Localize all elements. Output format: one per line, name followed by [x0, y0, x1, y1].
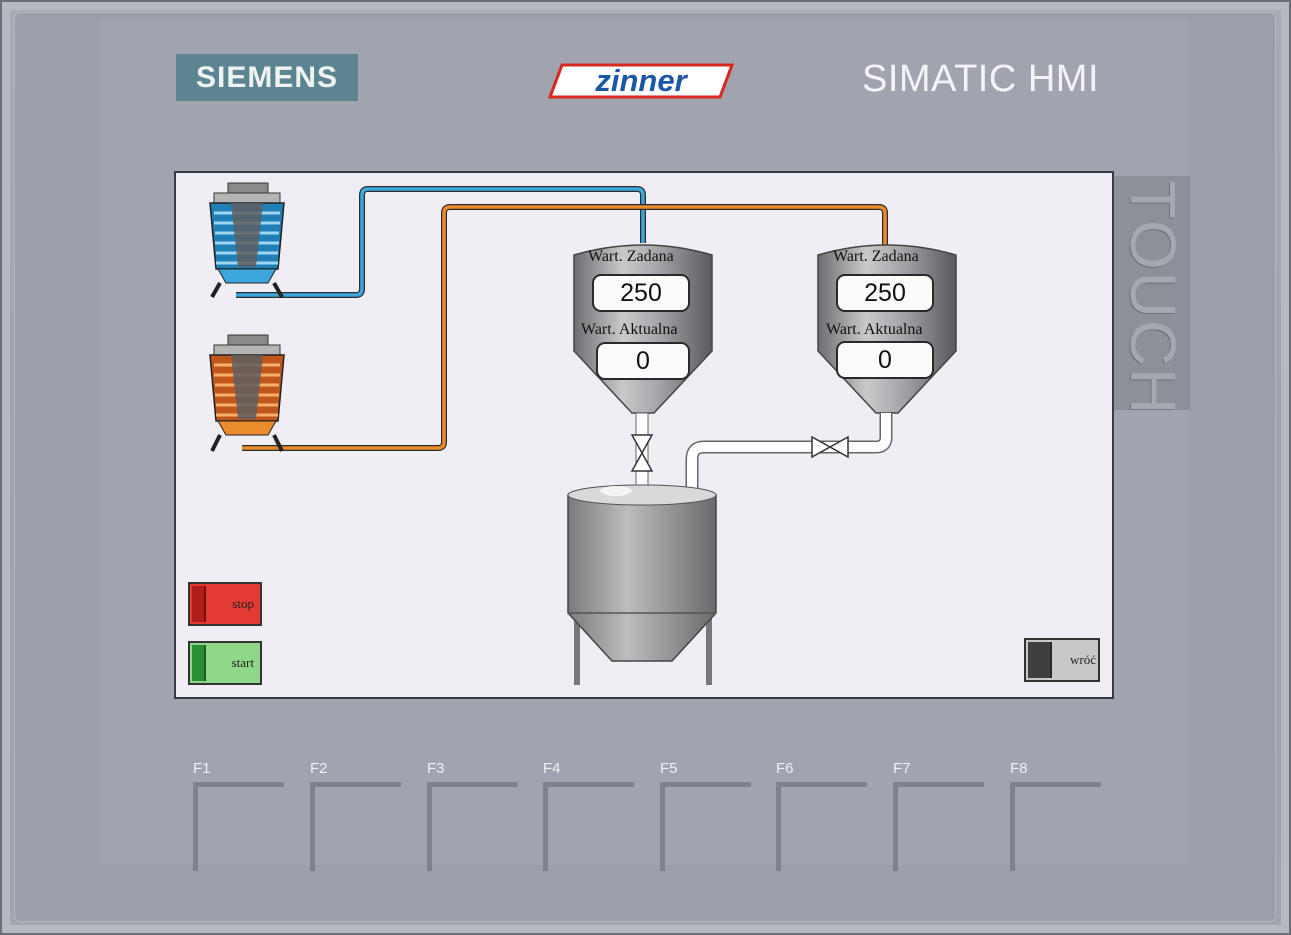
valve-silo-1[interactable]	[630, 434, 654, 472]
f3-key[interactable]	[427, 782, 518, 871]
back-button-label: wróć	[1070, 652, 1096, 667]
source-mixer-warm	[209, 334, 285, 452]
silo-2-actual-field: 0	[836, 341, 934, 379]
stop-button-knob	[192, 586, 206, 622]
back-button-knob	[1028, 642, 1052, 678]
f4-key[interactable]	[543, 782, 634, 871]
silo-1-setpoint-field[interactable]: 250	[592, 274, 690, 312]
f4-key-label: F4	[543, 760, 561, 777]
f3-key-label: F3	[427, 760, 445, 777]
hmi-display[interactable]: Wart. Zadana 250 Wart. Aktualna 0 Wart. …	[176, 173, 1112, 697]
mixing-tank	[567, 484, 717, 685]
silo-2-setpoint-label: Wart. Zadana	[833, 248, 919, 265]
cold-line-pipe	[236, 186, 646, 298]
silo-1-actual-field: 0	[596, 342, 690, 380]
f8-key-label: F8	[1010, 760, 1028, 777]
f2-key[interactable]	[310, 782, 401, 871]
siemens-logo: SIEMENS	[176, 54, 358, 101]
outlet-pipe-silo-2	[685, 413, 893, 495]
f1-key[interactable]	[193, 782, 284, 871]
silo-1-setpoint-label: Wart. Zadana	[588, 248, 674, 265]
f1-key-label: F1	[193, 760, 211, 777]
f5-key-label: F5	[660, 760, 678, 777]
start-button-label: start	[231, 655, 254, 670]
stop-button[interactable]: stop	[188, 582, 262, 626]
f5-key[interactable]	[660, 782, 751, 871]
f7-key[interactable]	[893, 782, 984, 871]
silo-2-actual-label: Wart. Aktualna	[826, 321, 923, 338]
start-button-knob	[192, 645, 206, 681]
f7-key-label: F7	[893, 760, 911, 777]
silo-1-actual-label: Wart. Aktualna	[581, 321, 678, 338]
source-mixer-cold	[209, 182, 285, 298]
stop-button-label: stop	[232, 596, 254, 611]
zinner-logo: zinner	[547, 62, 735, 100]
product-name: SIMATIC HMI	[862, 58, 1100, 100]
f6-key-label: F6	[776, 760, 794, 777]
touch-label: TOUCH	[1117, 180, 1189, 410]
silo-2-setpoint-field[interactable]: 250	[836, 274, 934, 312]
start-button[interactable]: start	[188, 641, 262, 685]
f6-key[interactable]	[776, 782, 867, 871]
back-button[interactable]: wróć	[1024, 638, 1100, 682]
touch-label-strip: TOUCH	[1114, 176, 1190, 410]
warm-line-pipe	[242, 204, 888, 451]
valve-silo-2[interactable]	[811, 435, 849, 459]
f8-key[interactable]	[1010, 782, 1101, 871]
zinner-logo-text: zinner	[595, 63, 687, 98]
f2-key-label: F2	[310, 760, 328, 777]
zinner-logo-badge	[547, 63, 735, 99]
